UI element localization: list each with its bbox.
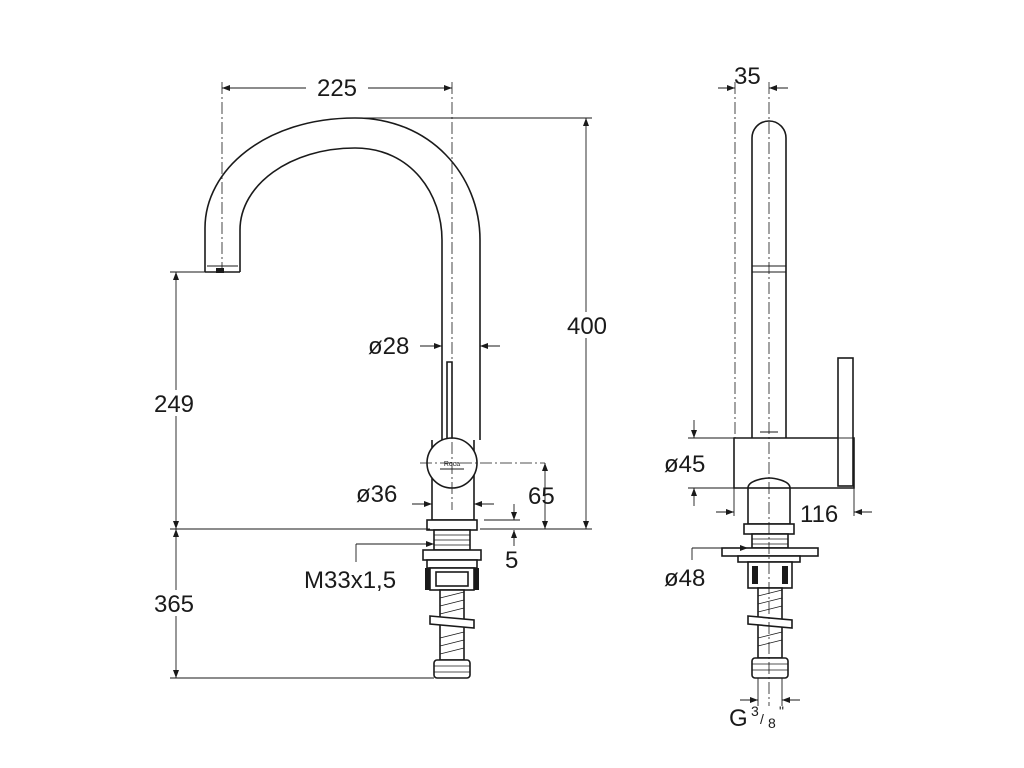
svg-text:249: 249 <box>154 391 194 418</box>
svg-text:35: 35 <box>734 63 761 90</box>
fraction-slash: / <box>760 711 764 727</box>
dimension-total-height: 400 <box>360 117 612 530</box>
svg-text:5: 5 <box>505 547 518 574</box>
dimension-spout-height: 249 <box>146 271 430 530</box>
svg-text:3: 3 <box>751 703 759 719</box>
svg-text:ø36: ø36 <box>356 481 397 508</box>
svg-text:400: 400 <box>567 313 607 340</box>
svg-text:116: 116 <box>800 501 838 528</box>
dimension-supply-length: 365 <box>146 529 434 679</box>
dimension-depth: 35 <box>718 63 788 91</box>
svg-text:": " <box>779 703 784 719</box>
front-view: Roca <box>146 74 612 679</box>
svg-text:ø45: ø45 <box>664 451 705 478</box>
spout-outline <box>204 117 481 440</box>
mounting-assembly <box>422 519 482 591</box>
dimension-body-diameter: ø36 <box>356 481 494 508</box>
dimension-width: 225 <box>222 74 452 102</box>
side-hoses <box>747 587 793 679</box>
side-view: 35 ø45 116 ø48 G <box>664 63 872 732</box>
svg-text:ø28: ø28 <box>368 333 409 360</box>
supply-hoses <box>429 589 475 679</box>
dimension-tube-diameter: ø28 <box>368 333 500 360</box>
svg-text:8: 8 <box>768 715 776 731</box>
svg-text:365: 365 <box>154 591 194 618</box>
svg-text:G: G <box>729 705 748 732</box>
dimension-collar: 5 <box>484 504 520 574</box>
svg-text:M33x1,5: M33x1,5 <box>304 567 396 594</box>
dimension-lever-height: 65 <box>528 463 555 529</box>
dimension-side-body-diameter: ø45 <box>664 420 734 506</box>
svg-text:225: 225 <box>317 75 357 102</box>
lever <box>446 361 453 441</box>
dimension-connection: G 3 / 8 " <box>729 678 800 732</box>
dimension-base-diameter: ø48 <box>664 545 748 592</box>
dimension-thread: M33x1,5 <box>304 541 434 594</box>
svg-text:65: 65 <box>528 483 555 510</box>
svg-text:ø48: ø48 <box>664 565 705 592</box>
dimension-lever-reach: 116 <box>716 488 872 528</box>
